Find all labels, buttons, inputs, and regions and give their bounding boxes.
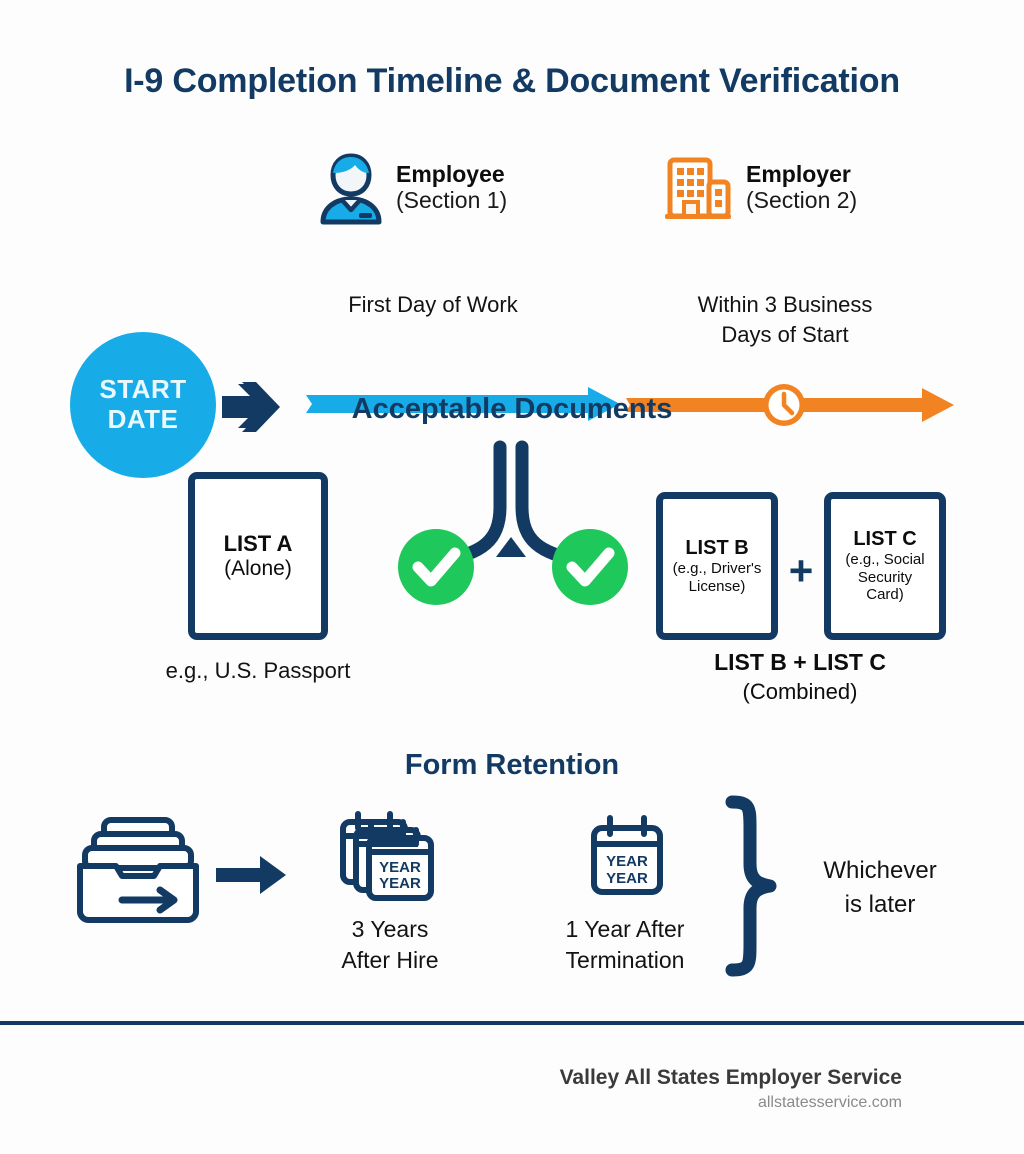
retention-arrow-icon (216, 856, 286, 894)
check-circle-right-icon (552, 529, 628, 605)
employer-timeline-caption: Within 3 Business Days of Start (640, 290, 930, 349)
list-b-subtitle-line2: License) (688, 577, 746, 595)
calendar-year-line1: YEAR (606, 853, 648, 870)
calendar-year-line2: YEAR (379, 875, 421, 892)
whichever-is-later-label: Whichever is later (780, 854, 980, 921)
employer-role-label: Employer (746, 161, 851, 188)
list-c-title: LIST C (853, 527, 917, 550)
single-calendar-icon: YEAR YEAR (591, 815, 663, 895)
footer (0, 1025, 1024, 1154)
form-retention-heading: Form Retention (404, 749, 620, 781)
whichever-line2: is later (844, 890, 916, 918)
curly-brace-icon (725, 795, 777, 977)
list-a-title: LIST A (223, 530, 293, 556)
calendar-year-line1: YEAR (379, 859, 421, 876)
check-circle-left-icon (398, 529, 474, 605)
employee-timeline-caption: First Day of Work (348, 292, 518, 317)
employee-timeline-arrow-icon (306, 387, 620, 421)
retention-option-one-caption: 3 Years After Hire (290, 914, 490, 976)
employee-icon (318, 152, 384, 225)
retention-option-two-line1: 1 Year After (565, 916, 685, 942)
combined-caption-line2: (Combined) (742, 678, 858, 704)
combined-caption-line1: LIST B + LIST C (714, 649, 886, 675)
branch-connector-icon (398, 440, 628, 605)
footer-company-name: Valley All States Employer Service (559, 1066, 902, 1089)
list-b-document-card: LIST B (e.g., Driver's License) (656, 488, 824, 640)
stacked-calendars-icon: YEAR YEAR (340, 811, 434, 901)
employee-section-label: (Section 1) (396, 187, 508, 213)
start-date-node: START DATE (70, 332, 216, 478)
list-c-document-card: LIST C (e.g., Social Security Card) (824, 488, 992, 640)
calendar-year-line2: YEAR (606, 870, 648, 887)
list-c-subtitle-line3: Card) (866, 586, 904, 604)
form-retention-section: YEAR YEAR YEAR YEAR 3 Years After Hire 1… (0, 786, 1024, 996)
retention-option-one-line2: After Hire (341, 947, 439, 974)
list-a-subtitle: (Alone) (224, 556, 292, 580)
footer-website: allstatesservice.com (757, 1094, 902, 1111)
employer-timeline-arrow-icon (626, 384, 954, 426)
plus-icon: + (788, 547, 814, 594)
list-b-subtitle-line1: (e.g., Driver's (672, 559, 762, 577)
employer-section-label: (Section 2) (746, 187, 858, 213)
list-c-subtitle-line1: (e.g., Social (845, 550, 925, 568)
acceptable-documents-heading: Acceptable Documents (351, 393, 673, 425)
acceptable-documents-section: LIST A (Alone) LIST B (e (0, 430, 1024, 720)
combined-caption: LIST B + LIST C (Combined) (640, 648, 960, 706)
timeline-step-employer: Employer (Section 2) (662, 152, 952, 224)
building-icon (662, 152, 734, 224)
start-date-line1: START (99, 374, 187, 405)
employee-role-label: Employee (396, 161, 505, 188)
start-arrow-icon (222, 382, 280, 432)
retention-option-two-caption: 1 Year After Termination (520, 914, 730, 976)
retention-option-two-line2: Termination (565, 947, 685, 974)
list-a-caption: e.g., U.S. Passport (165, 658, 351, 683)
start-date-line2: DATE (107, 404, 179, 434)
file-tray-icon (77, 817, 199, 923)
list-b-title: LIST B (685, 536, 749, 559)
retention-option-one-line1: 3 Years (351, 916, 429, 942)
page-title: I-9 Completion Timeline & Document Verif… (124, 62, 900, 100)
timeline-section: START DATE (0, 140, 1024, 478)
whichever-line1: Whichever (823, 857, 937, 884)
employer-caption-line1: Within 3 Business (697, 292, 873, 317)
list-a-document-card: LIST A (Alone) (188, 468, 380, 640)
timeline-step-employee: Employee (Section 1) (318, 152, 608, 225)
employer-caption-line2: Days of Start (721, 321, 849, 347)
footer-divider (0, 1021, 1024, 1025)
list-c-subtitle-line2: Security (857, 568, 913, 586)
